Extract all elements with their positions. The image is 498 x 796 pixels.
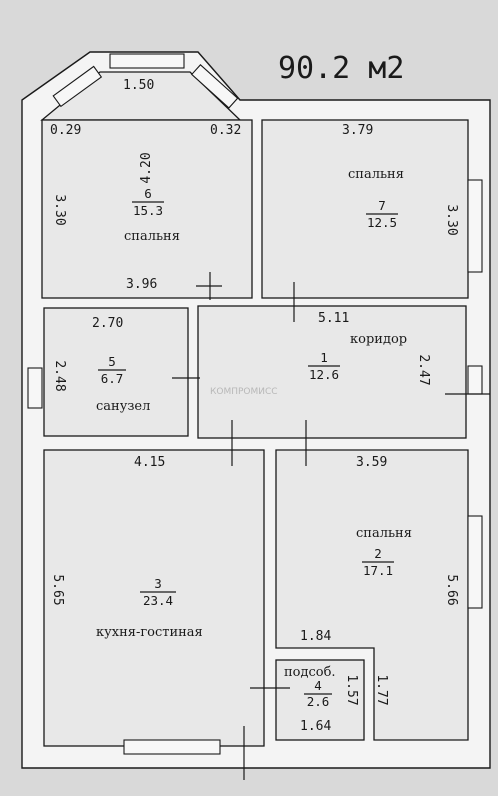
- window-bay-left: [52, 65, 103, 108]
- svg-text:12.6: 12.6: [309, 367, 339, 382]
- dim-r6-left: 3.30: [52, 194, 67, 225]
- room-label-5: 5 6.7 санузел: [96, 354, 150, 414]
- dim-r1-top: 5.11: [318, 311, 349, 326]
- dim-r4-bottom: 1.64: [300, 719, 331, 734]
- svg-text:2: 2: [374, 546, 382, 561]
- room-3-kuhnya-gostinaya: [43, 449, 265, 747]
- svg-text:5: 5: [108, 354, 116, 369]
- window-room-2: [467, 515, 483, 609]
- room-5-sanuzel: [43, 307, 189, 437]
- svg-text:15.3: 15.3: [133, 203, 163, 218]
- room-label-2: спальня 2 17.1: [356, 526, 412, 578]
- window-room-7: [467, 179, 483, 273]
- dim-r4-right-inner: 1.57: [344, 674, 359, 705]
- room-7-spalnya: [261, 119, 469, 299]
- room-1-koridor: [197, 305, 467, 439]
- svg-text:1: 1: [320, 350, 328, 365]
- room-label-3: 3 23.4 кухня-гостиная: [96, 576, 203, 640]
- dim-r1-right: 2.47: [416, 354, 431, 385]
- svg-text:2.6: 2.6: [307, 694, 330, 709]
- window-koridor: [467, 365, 483, 395]
- svg-text:4: 4: [314, 678, 322, 693]
- svg-text:спальня: спальня: [356, 526, 412, 541]
- room-label-4: подсоб. 4 2.6: [284, 665, 336, 709]
- svg-text:спальня: спальня: [124, 229, 180, 244]
- dim-bay-top: 1.50: [123, 78, 154, 93]
- window-bay-right: [190, 64, 239, 109]
- dim-r4-top: 1.84: [300, 629, 331, 644]
- room-label-6: 6 15.3 спальня: [124, 186, 180, 244]
- dim-r6-left-small: 0.29: [50, 123, 81, 138]
- dim-r6-bottom: 3.96: [126, 277, 157, 292]
- svg-text:кухня-гостиная: кухня-гостиная: [96, 625, 203, 640]
- svg-text:6.7: 6.7: [101, 371, 124, 386]
- svg-text:6: 6: [144, 186, 152, 201]
- watermark: КОМПРОМИСС: [210, 387, 278, 397]
- room-6-spalnya: [41, 119, 253, 299]
- svg-text:подсоб.: подсоб.: [284, 665, 336, 680]
- svg-text:санузел: санузел: [96, 399, 150, 414]
- dim-r5-top: 2.70: [92, 316, 123, 331]
- dim-r5-left: 2.48: [52, 360, 67, 391]
- dim-r2-right: 5.66: [444, 574, 459, 605]
- svg-text:7: 7: [378, 198, 386, 213]
- room-label-1: коридор 1 12.6: [308, 332, 407, 382]
- dim-r4-right-outer: 1.77: [374, 674, 389, 705]
- svg-text:спальня: спальня: [348, 167, 404, 182]
- svg-text:23.4: 23.4: [143, 593, 173, 608]
- window-room-3: [123, 739, 221, 755]
- room-2-spalnya: [275, 449, 469, 741]
- window-room-5: [27, 367, 43, 409]
- dim-r3-top: 4.15: [134, 455, 165, 470]
- svg-text:17.1: 17.1: [363, 563, 393, 578]
- svg-text:коридор: коридор: [350, 332, 407, 347]
- dim-r3-left: 5.65: [50, 574, 65, 605]
- room-label-7: спальня 7 12.5: [348, 167, 404, 230]
- dim-r2-top: 3.59: [356, 455, 387, 470]
- window-bay-top: [109, 53, 185, 69]
- dim-r7-right: 3.30: [444, 204, 459, 235]
- dim-r6-diag: 4.20: [139, 152, 154, 183]
- svg-text:12.5: 12.5: [367, 215, 397, 230]
- room-4-podsob: [275, 659, 365, 741]
- dim-r6-right-small: 0.32: [210, 123, 241, 138]
- svg-text:3: 3: [154, 576, 162, 591]
- total-area: 90.2 м2: [278, 51, 404, 86]
- dim-r7-top: 3.79: [342, 123, 373, 138]
